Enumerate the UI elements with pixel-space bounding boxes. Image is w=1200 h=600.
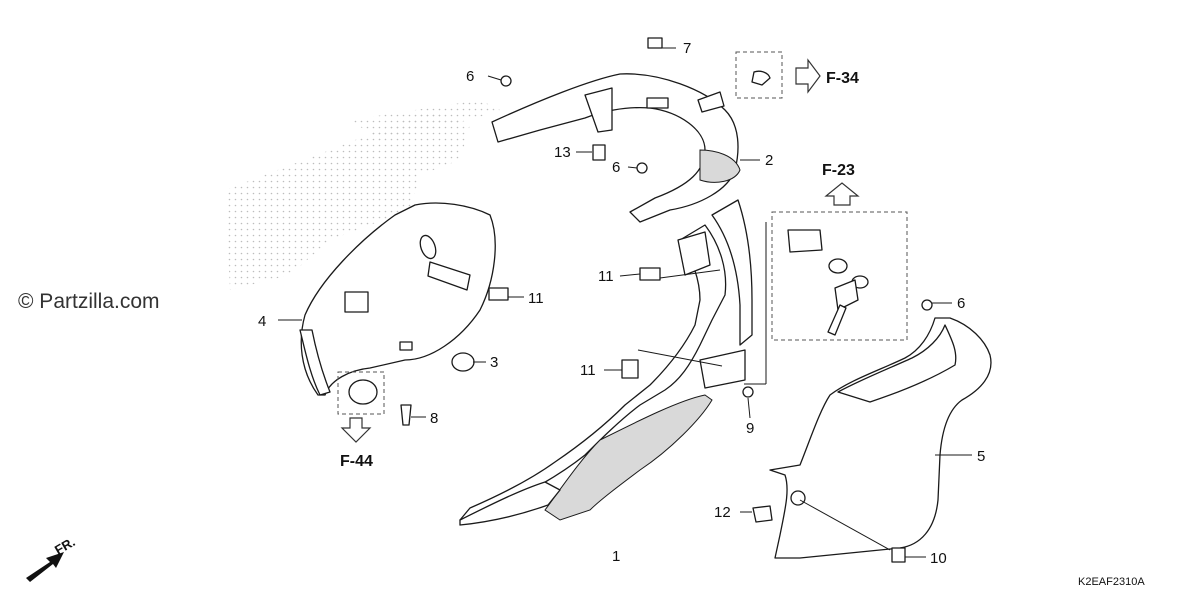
callout-6-right: 6 [957,295,965,312]
screw-10[interactable] [891,547,906,563]
watermark-text: © Partzilla.com [18,290,160,313]
grommet-3[interactable] [451,352,475,372]
screw-9[interactable] [742,386,754,398]
part-2-rear-grab-rail[interactable] [491,73,741,223]
clip-12[interactable] [752,505,773,523]
part-4-left-side-cover[interactable] [299,202,496,396]
ref-f34-label: F-34 [826,70,859,87]
screw-6-mid[interactable] [636,162,648,174]
reference-arrow-f34[interactable]: F-34 [795,58,859,94]
callout-6-mid: 6 [612,159,620,176]
callout-5: 5 [977,448,985,465]
front-arrow-icon [26,552,64,582]
callout-3: 3 [490,354,498,371]
callout-numbers: 1 2 3 4 5 6 6 6 7 8 9 10 11 11 11 12 13 [258,40,985,567]
ref-f23-label: F-23 [822,162,855,179]
background-body-silhouette [225,100,500,290]
callout-7: 7 [683,40,691,57]
clip-13[interactable] [592,144,606,161]
callout-13: 13 [554,144,571,161]
pin-8[interactable] [400,404,412,426]
screw-6-top[interactable] [500,75,512,87]
part-5-right-side-cover[interactable] [769,317,992,559]
screw-7[interactable] [647,37,663,49]
ref-f44-label: F-44 [340,453,373,470]
callout-2: 2 [765,152,773,169]
callout-9: 9 [746,420,754,437]
callout-10: 10 [930,550,947,567]
callout-11-mid: 11 [598,268,614,285]
clip-11-low[interactable] [621,359,639,379]
screw-6-right[interactable] [921,299,933,311]
part-1-frame-body-cover[interactable] [459,199,753,526]
callout-4: 4 [258,313,266,330]
callout-12: 12 [714,504,731,521]
callout-11-left: 11 [528,290,544,307]
reference-arrow-f23[interactable]: F-23 [822,162,860,206]
callout-1: 1 [612,548,620,565]
grommet-left[interactable] [348,379,378,405]
front-label: FR. [52,534,78,557]
callout-11-low: 11 [580,362,596,379]
callout-8: 8 [430,410,438,427]
clip-11-mid[interactable] [639,267,661,281]
clip-11-left[interactable] [488,287,509,301]
grommet-top[interactable] [751,70,771,86]
callout-6-top: 6 [466,68,474,85]
key-lock-set[interactable] [771,211,908,341]
fasteners [337,37,933,563]
reference-arrow-f44[interactable]: F-44 [340,417,373,470]
diagram-code: K2EAF2310A [1078,576,1145,588]
leader-lines [278,47,972,558]
front-direction-indicator: FR. [26,534,78,582]
